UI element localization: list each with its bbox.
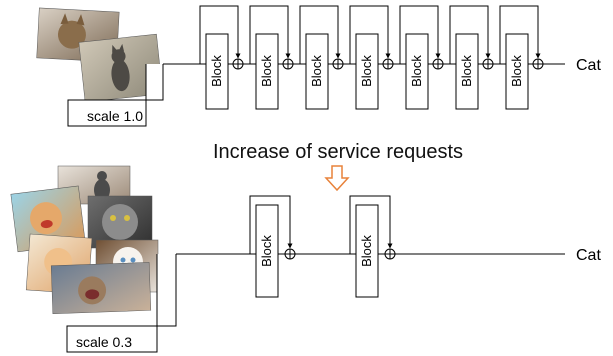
bottom-block-label-2: Block: [359, 235, 374, 267]
cat-photo-2: [78, 33, 163, 103]
top-block-label-7: Block: [509, 55, 524, 87]
top-image-stack: [36, 7, 163, 103]
bottom-block-group-1: Block: [249, 195, 296, 298]
top-block-group-3: Block: [299, 5, 344, 110]
top-output-label: Cat: [576, 57, 601, 74]
top-blocks: Block Block Block Block: [199, 5, 544, 110]
down-arrow-icon: [324, 165, 350, 192]
top-scale-label: scale 1.0: [87, 108, 143, 124]
bottom-scale-label: scale 0.3: [76, 334, 132, 350]
top-block-group-1: Block: [199, 5, 244, 110]
top-block-label-3: Block: [309, 55, 324, 87]
cat-photo-4: [10, 185, 86, 253]
top-block-label-5: Block: [409, 55, 424, 87]
cat-photo-8: [50, 262, 152, 314]
top-block-group-7: Block: [499, 5, 544, 110]
top-block-label-4: Block: [359, 55, 374, 87]
caption: Increase of service requests: [213, 141, 463, 163]
top-block-group-5: Block: [399, 5, 444, 110]
bottom-scale-callout: scale 0.3: [66, 253, 184, 353]
bottom-output-label: Cat: [576, 247, 601, 264]
bottom-image-stack: [10, 165, 159, 314]
top-block-label-2: Block: [259, 55, 274, 87]
top-block-group-4: Block: [349, 5, 394, 110]
bottom-block-group-2: Block: [349, 195, 396, 298]
bottom-block-label-1: Block: [259, 235, 274, 267]
top-block-group-6: Block: [449, 5, 494, 110]
top-block-label-1: Block: [209, 55, 224, 87]
top-block-label-6: Block: [459, 55, 474, 87]
bottom-blocks: Block Block: [249, 195, 396, 298]
top-block-group-2: Block: [249, 5, 294, 110]
top-scale-callout: scale 1.0: [67, 63, 173, 127]
